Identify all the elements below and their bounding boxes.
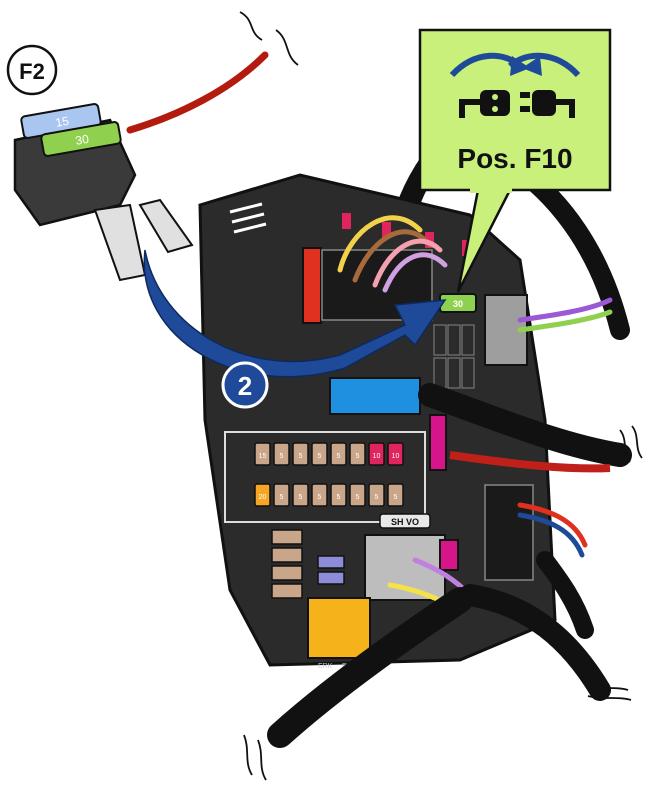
mini-fuse-label: 5	[318, 453, 322, 460]
yellow-relay-block	[308, 598, 370, 658]
step-2-badge: 2	[223, 363, 267, 407]
mini-fuse-label: 5	[356, 453, 360, 460]
red-connector	[303, 248, 321, 323]
relay-label-1: ERK	[318, 663, 333, 670]
mini-fuse-label: 5	[280, 494, 284, 501]
mini-fuse-label: 5	[299, 494, 303, 501]
mini-fuse[interactable]: 5	[274, 484, 289, 506]
fuse-15-label: 15	[54, 114, 70, 130]
mini-fuse[interactable]: 5	[388, 484, 403, 506]
mini-fuse[interactable]: 5	[350, 484, 365, 506]
step-f2-badge: F2	[8, 46, 56, 94]
blue-connector	[330, 378, 420, 414]
mini-fuse-label: 5	[337, 494, 341, 501]
adapter-red-wire	[130, 55, 265, 130]
magenta-connector	[430, 415, 446, 470]
fuse-30-label: 30	[74, 132, 90, 148]
mini-fuse[interactable]: 10	[369, 443, 384, 465]
pink-connector	[440, 540, 458, 570]
mini-fuse[interactable]: 5	[331, 484, 346, 506]
mini-fuse-label: 5	[280, 453, 284, 460]
mini-fuse[interactable]: 15	[255, 443, 270, 465]
mini-fuse[interactable]: 5	[312, 484, 327, 506]
mini-fuse-label: 5	[299, 453, 303, 460]
mini-fuse-label: 10	[392, 453, 400, 460]
adapter-blade-1	[95, 205, 145, 280]
mini-fuse[interactable]: 5	[312, 443, 327, 465]
f2-label: F2	[19, 59, 45, 84]
mini-fuse-label: 5	[337, 453, 341, 460]
mini-fuse-label: 5	[394, 494, 398, 501]
target-fuse-slot[interactable]: 30	[440, 294, 476, 312]
mini-fuse[interactable]: 5	[331, 443, 346, 465]
mini-fuse[interactable]: 5	[274, 443, 289, 465]
target-fuse-label: 30	[453, 299, 463, 309]
mini-fuse-label: 20	[259, 494, 267, 501]
sh-vo-strip: SH VO	[380, 514, 430, 528]
adapter-blade-2	[140, 200, 192, 252]
callout-title: Pos. F10	[457, 143, 572, 174]
mini-fuse-label: 10	[373, 453, 381, 460]
mini-fuse[interactable]: 5	[293, 443, 308, 465]
mini-fuse-label: 15	[259, 453, 267, 460]
step-2-label: 2	[238, 371, 252, 401]
mini-fuse-label: 5	[356, 494, 360, 501]
mini-fuse-label: 5	[318, 494, 322, 501]
mini-fuse[interactable]: 5	[293, 484, 308, 506]
mini-fuse[interactable]: 10	[388, 443, 403, 465]
mini-fuse[interactable]: 20	[255, 484, 270, 506]
mini-fuse[interactable]: 5	[350, 443, 365, 465]
mini-fuse[interactable]: 5	[369, 484, 384, 506]
right-harness-wire	[520, 170, 620, 330]
right-connector	[485, 485, 533, 580]
mini-fuse-label: 5	[375, 494, 379, 501]
sh-vo-label: SH VO	[391, 517, 419, 527]
